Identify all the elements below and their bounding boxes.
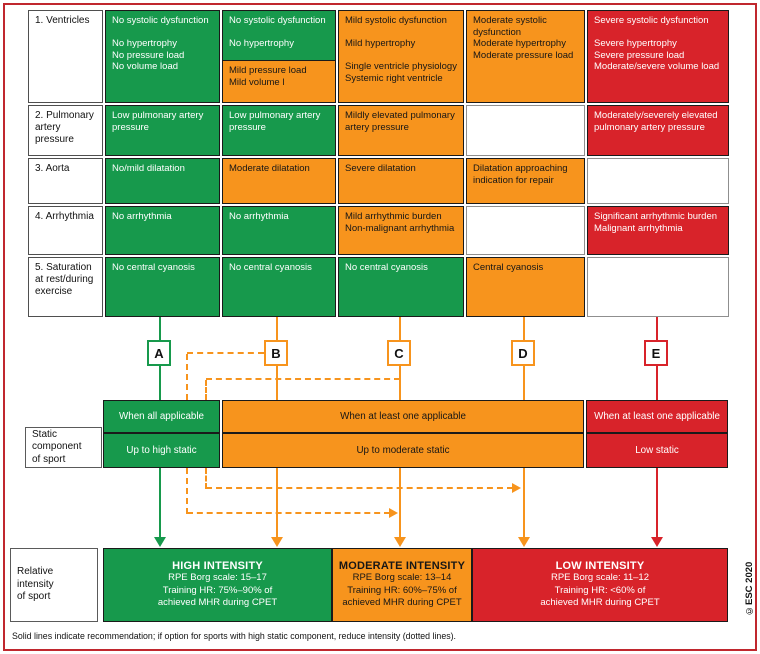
cell-pap-b: Low pulmonary artery pressure	[222, 105, 336, 156]
cell-aorta-c: Severe dilatation	[338, 158, 464, 204]
arrow-b-shaft	[276, 468, 278, 538]
dashed-b-horizontal-upper	[187, 352, 264, 354]
cell-pap-e: Moderately/severely elevated pulmonary a…	[587, 105, 729, 156]
static-component-label: Static component of sport	[25, 427, 102, 468]
connector-e-top	[656, 317, 658, 341]
connector-d-top	[523, 317, 525, 341]
arrow-a-shaft	[159, 468, 161, 538]
band-when-one-applicable-orange: When at least one applicable	[222, 400, 584, 433]
cell-aorta-e-empty	[587, 158, 729, 204]
letter-box-c: C	[387, 340, 411, 366]
cell-aorta-d: Dilatation approaching indication for re…	[466, 158, 585, 204]
arrow-d-shaft	[523, 468, 525, 538]
moderate-intensity-title: MODERATE INTENSITY	[338, 560, 466, 573]
row-label-ventricles: 1. Ventricles	[28, 10, 103, 103]
cell-ventricles-b-green: No systolic dysfunction No hypertrophy	[223, 11, 335, 61]
arrow-b-head	[271, 537, 283, 547]
letter-box-e: E	[644, 340, 668, 366]
cell-pap-d-empty	[466, 105, 585, 156]
dashed-b-horizontal-lower	[187, 512, 390, 514]
cell-ventricles-c: Mild systolic dysfunction Mild hypertrop…	[338, 10, 464, 103]
row-label-saturation: 5. Saturation at rest/during exercise	[28, 257, 103, 317]
dashed-c-horizontal-upper	[206, 378, 400, 380]
arrow-c-head	[394, 537, 406, 547]
figure-red-frame	[3, 3, 757, 651]
connector-e-mid	[656, 366, 658, 400]
low-intensity-details: RPE Borg scale: 11–12 Training HR: <60% …	[540, 572, 660, 609]
high-intensity-box: HIGH INTENSITY RPE Borg scale: 15–17 Tra…	[103, 548, 332, 622]
letter-box-a: A	[147, 340, 171, 366]
band-low-static: Low static	[586, 433, 728, 468]
arrow-e-shaft	[656, 468, 658, 538]
arrow-a-head	[154, 537, 166, 547]
connector-a-top	[159, 317, 161, 341]
cell-ventricles-d: Moderate systolic dysfunction Moderate h…	[466, 10, 585, 103]
dashed-c-vertical-upper	[205, 380, 207, 400]
cell-saturation-c: No central cyanosis	[338, 257, 464, 317]
arrow-d-head	[518, 537, 530, 547]
connector-a-mid	[159, 366, 161, 400]
dashed-b-vertical-lower	[186, 468, 188, 514]
row-label-aorta: 3. Aorta	[28, 158, 103, 204]
cell-saturation-b: No central cyanosis	[222, 257, 336, 317]
cell-arrhythmia-b: No arrhythmia	[222, 206, 336, 255]
moderate-intensity-box: MODERATE INTENSITY RPE Borg scale: 13–14…	[332, 548, 472, 622]
cell-arrhythmia-a: No arrhythmia	[105, 206, 220, 255]
cell-arrhythmia-e: Significant arrhythmic burden Malignant …	[587, 206, 729, 255]
cell-ventricles-b-orange: Mild pressure load Mild volume l	[223, 60, 335, 102]
moderate-intensity-details: RPE Borg scale: 13–14 Training HR: 60%–7…	[342, 572, 462, 609]
cell-ventricles-b: No systolic dysfunction No hypertrophy M…	[222, 10, 336, 103]
dashed-arrowhead-b-to-c	[389, 508, 398, 518]
dashed-c-horizontal-lower	[206, 487, 513, 489]
cell-aorta-b: Moderate dilatation	[222, 158, 336, 204]
connector-c-top	[399, 317, 401, 341]
cell-arrhythmia-c: Mild arrhythmic burden Non-malignant arr…	[338, 206, 464, 255]
dashed-b-vertical-upper	[186, 354, 188, 400]
cell-arrhythmia-d-empty	[466, 206, 585, 255]
footnote: Solid lines indicate recommendation; if …	[12, 631, 456, 641]
cell-pap-c: Mildly elevated pulmonary artery pressur…	[338, 105, 464, 156]
relative-intensity-label: Relative intensity of sport	[10, 548, 98, 622]
row-label-arrhythmia: 4. Arrhythmia	[28, 206, 103, 255]
high-intensity-title: HIGH INTENSITY	[172, 560, 263, 573]
band-up-to-high-static: Up to high static	[103, 433, 220, 468]
cell-ventricles-a: No systolic dysfunction No hypertrophy N…	[105, 10, 220, 103]
dashed-c-vertical-lower	[205, 468, 207, 489]
low-intensity-title: LOW INTENSITY	[555, 560, 645, 573]
cell-saturation-e-empty	[587, 257, 729, 317]
low-intensity-box: LOW INTENSITY RPE Borg scale: 11–12 Trai…	[472, 548, 728, 622]
connector-c-mid	[399, 366, 401, 400]
row-label-pulmonary-artery-pressure: 2. Pulmonary artery pressure	[28, 105, 103, 156]
cell-pap-a: Low pulmonary artery pressure	[105, 105, 220, 156]
letter-box-b: B	[264, 340, 288, 366]
band-up-to-moderate-static: Up to moderate static	[222, 433, 584, 468]
dashed-arrowhead-c-to-d	[512, 483, 521, 493]
high-intensity-details: RPE Borg scale: 15–17 Training HR: 75%–9…	[157, 572, 278, 609]
connector-d-mid	[523, 366, 525, 400]
cell-saturation-a: No central cyanosis	[105, 257, 220, 317]
letter-box-d: D	[511, 340, 535, 366]
cell-ventricles-e: Severe systolic dysfunction Severe hyper…	[587, 10, 729, 103]
cell-aorta-a: No/mild dilatation	[105, 158, 220, 204]
arrow-c-shaft	[399, 468, 401, 538]
band-when-one-applicable-red: When at least one applicable	[586, 400, 728, 433]
band-when-all-applicable: When all applicable	[103, 400, 220, 433]
connector-b-mid	[276, 366, 278, 400]
connector-b-top	[276, 317, 278, 341]
arrow-e-head	[651, 537, 663, 547]
cell-saturation-d: Central cyanosis	[466, 257, 585, 317]
criteria-table: 1. Ventricles No systolic dysfunction No…	[28, 10, 729, 317]
esc-copyright: ©ESC 2020	[744, 561, 755, 617]
